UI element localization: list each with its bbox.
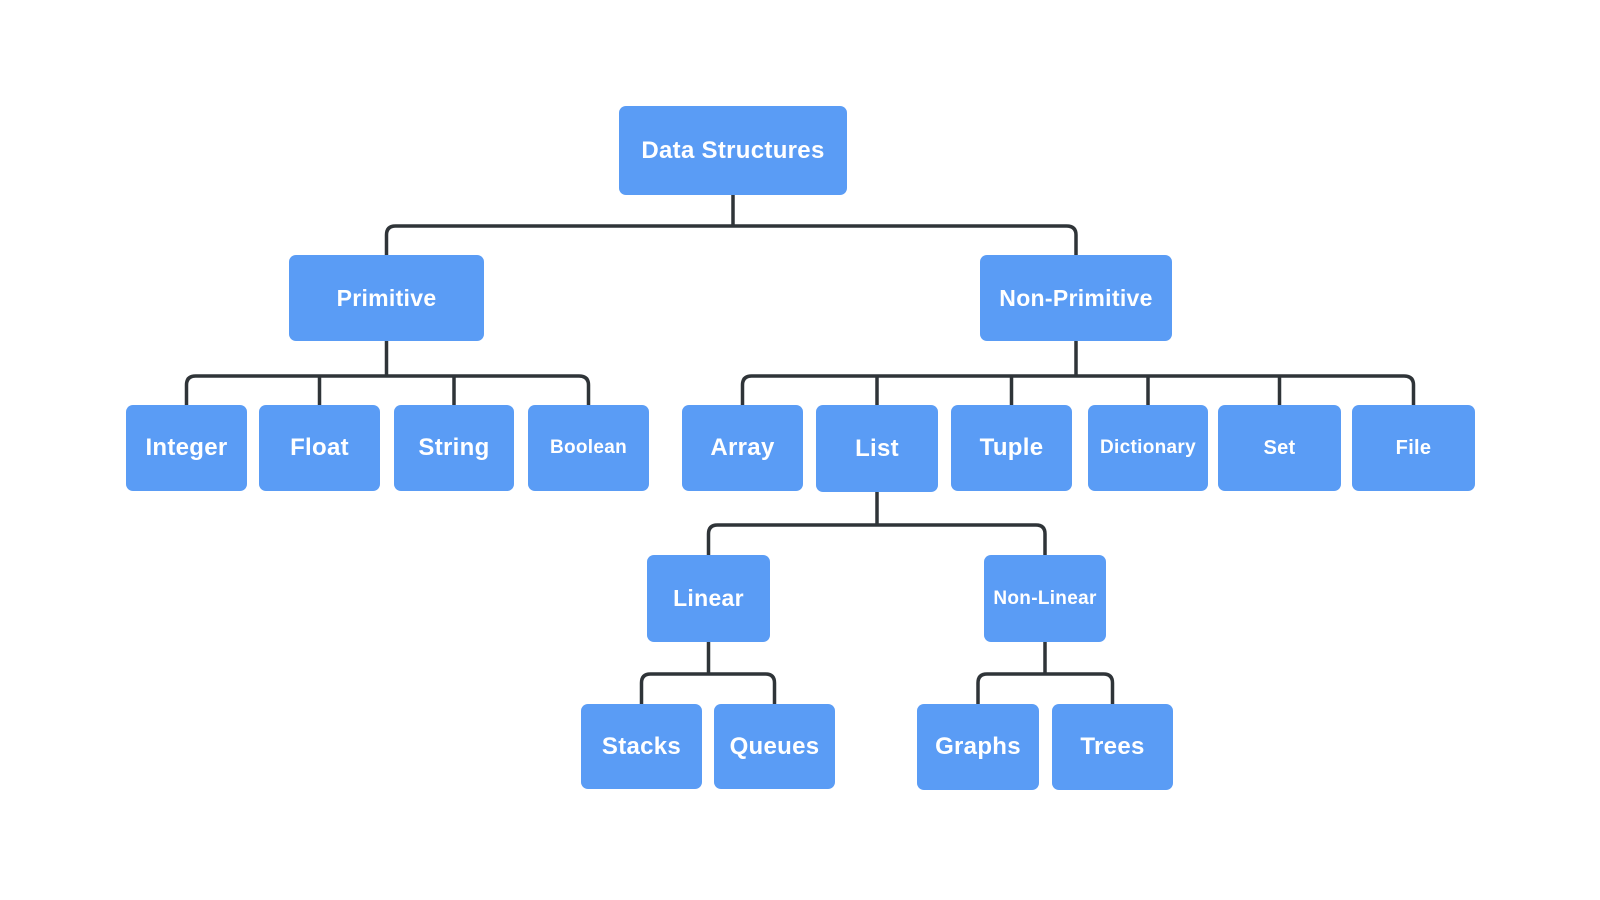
connector-data-structures-children (384, 195, 1078, 255)
node-label: Set (1263, 436, 1296, 459)
node-string[interactable]: String (394, 405, 514, 491)
node-label: Non-Linear (993, 587, 1097, 609)
node-label: Tuple (979, 434, 1044, 461)
node-label: Primitive (336, 284, 437, 311)
node-label: Stacks (601, 732, 682, 760)
node-label: Non-Primitive (999, 284, 1153, 311)
node-data-structures[interactable]: Data Structures (619, 106, 847, 195)
node-label: Float (290, 434, 349, 461)
connector-primitive-children (184, 341, 591, 405)
connector-non-primitive-children (740, 341, 1416, 405)
node-label: String (418, 434, 490, 461)
node-label: Queues (729, 732, 820, 760)
node-non-primitive[interactable]: Non-Primitive (980, 255, 1172, 341)
node-integer[interactable]: Integer (126, 405, 247, 491)
node-label: Integer (145, 434, 228, 461)
node-non-linear[interactable]: Non-Linear (984, 555, 1106, 642)
node-queues[interactable]: Queues (714, 704, 835, 789)
node-label: Trees (1080, 733, 1145, 760)
node-label: File (1395, 436, 1432, 459)
node-float[interactable]: Float (259, 405, 380, 491)
node-label: Boolean (549, 437, 628, 458)
node-set[interactable]: Set (1218, 405, 1341, 491)
node-graphs[interactable]: Graphs (917, 704, 1039, 790)
node-boolean[interactable]: Boolean (528, 405, 649, 491)
node-primitive[interactable]: Primitive (289, 255, 484, 341)
node-dictionary[interactable]: Dictionary (1088, 405, 1208, 491)
node-label: Dictionary (1100, 437, 1196, 458)
connector-non-linear-children (976, 642, 1115, 704)
node-stacks[interactable]: Stacks (581, 704, 702, 789)
node-linear[interactable]: Linear (647, 555, 770, 642)
node-file[interactable]: File (1352, 405, 1475, 491)
connector-linear-children (639, 642, 777, 704)
node-label: Array (710, 434, 775, 461)
node-label: List (855, 434, 899, 462)
node-list[interactable]: List (816, 405, 938, 492)
node-array[interactable]: Array (682, 405, 803, 491)
node-tuple[interactable]: Tuple (951, 405, 1072, 491)
node-trees[interactable]: Trees (1052, 704, 1173, 790)
node-label: Graphs (935, 733, 1021, 760)
node-label: Linear (673, 585, 744, 611)
node-label: Data Structures (641, 136, 825, 164)
connector-list-children (706, 492, 1047, 555)
